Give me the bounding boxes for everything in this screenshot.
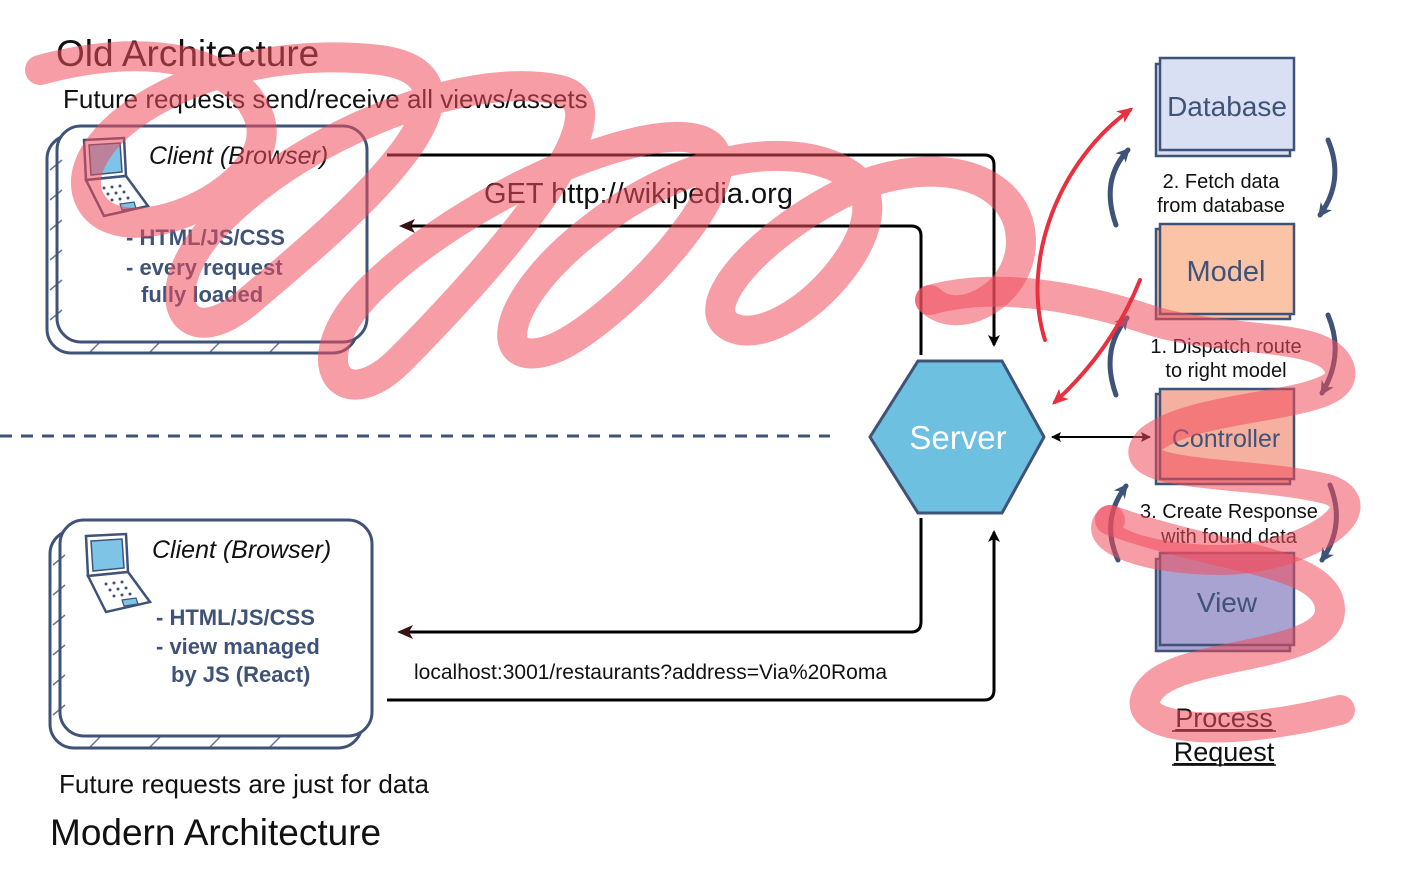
modern-client-line-1: - HTML/JS/CSS: [156, 605, 315, 630]
cycle-arrow: [1107, 315, 1130, 398]
cycle-arrow: [1107, 147, 1131, 228]
old-response-arrow: [399, 219, 923, 355]
database-box: Database: [1154, 56, 1296, 158]
modern-client-line-2: - view managed: [156, 634, 320, 659]
step-fetch-line-2: from database: [1157, 195, 1285, 217]
modern-response-arrow: [397, 518, 923, 639]
red-arrow-overlay: [1035, 107, 1142, 405]
server-label: Server: [909, 419, 1006, 456]
old-request-arrow: [387, 153, 1000, 347]
laptop-icon: [84, 532, 153, 614]
modern-client-line-3: by JS (React): [171, 662, 310, 687]
modern-request-arrow: [387, 530, 1000, 702]
red-scribble-overlay: [25, 41, 1361, 743]
database-label: Database: [1167, 91, 1287, 122]
cycle-arrow: [1317, 137, 1338, 218]
model-label: Model: [1187, 256, 1266, 288]
server-node: Server: [868, 359, 1046, 515]
modern-architecture-title: Modern Architecture: [50, 812, 381, 853]
step-dispatch-line-2: to right model: [1165, 360, 1286, 382]
step-response-line-1: 3. Create Response: [1140, 501, 1318, 523]
modern-client-title: Client (Browser): [152, 536, 331, 564]
model-box: Model: [1154, 222, 1296, 321]
modern-request-label: localhost:3001/restaurants?address=Via%2…: [414, 661, 887, 684]
step-fetch-line-1: 2. Fetch data: [1163, 171, 1281, 193]
modern-architecture-subtitle: Future requests are just for data: [59, 769, 430, 799]
view-label: View: [1197, 587, 1258, 618]
